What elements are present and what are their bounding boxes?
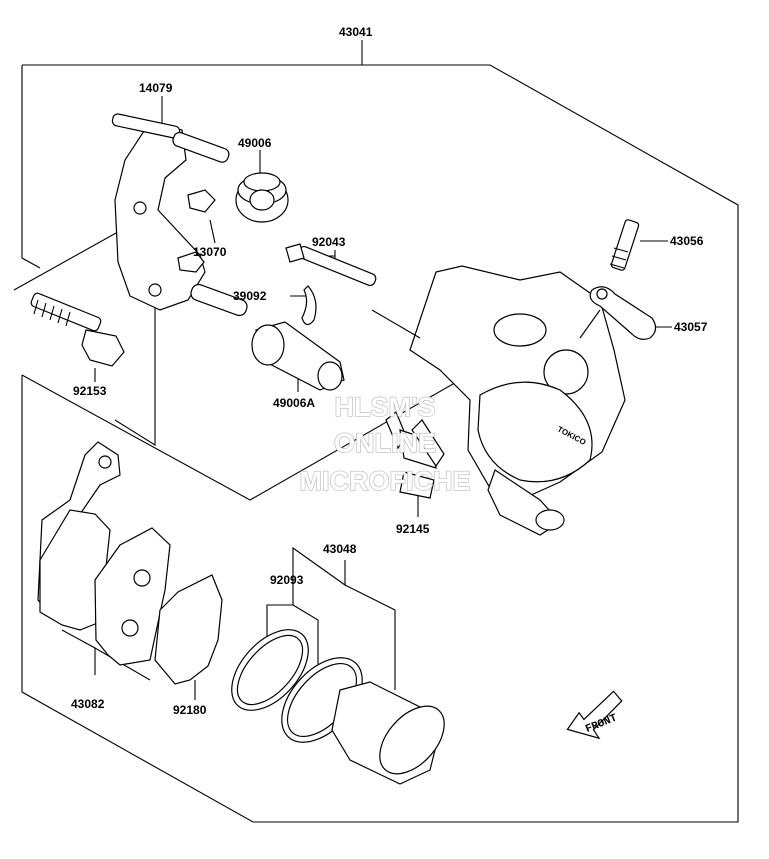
- cotter-pin-part: [301, 285, 317, 326]
- part-label-13070: 13070: [193, 245, 227, 259]
- pad-spring-part: [385, 411, 445, 499]
- part-label-43056: 43056: [670, 234, 704, 248]
- part-label-92153: 92153: [73, 384, 107, 398]
- pad-assy-part: [37, 441, 171, 666]
- bleeder-valve-part: [609, 219, 640, 271]
- boot-part: [235, 172, 289, 223]
- part-label-92180: 92180: [173, 703, 207, 717]
- part-label-49006a: 49006A: [273, 396, 315, 410]
- bleeder-cap-part: [589, 286, 657, 340]
- part-label-43082: 43082: [71, 697, 105, 711]
- caliper-body-part: TOKICO: [371, 265, 626, 536]
- part-label-43048: 43048: [323, 542, 357, 556]
- boot-a-part: [251, 321, 345, 391]
- part-label-49006: 49006: [238, 136, 272, 150]
- part-label-14079: 14079: [139, 81, 173, 95]
- mount-bolt-part: [30, 292, 125, 367]
- piston-part: [331, 681, 445, 785]
- part-label-43057: 43057: [674, 320, 708, 334]
- caliper-bracket-part: [111, 113, 248, 317]
- watermark: HLSM'S ONLINE MICROFICHE: [299, 391, 471, 496]
- clip-part: [177, 251, 205, 273]
- part-label-92093: 92093: [270, 573, 304, 587]
- part-number-labels: 43041 14079 49006 13070 92043 39092 4305…: [71, 25, 708, 717]
- assembly-number-label: 43041: [339, 25, 373, 39]
- part-label-92145: 92145: [396, 522, 430, 536]
- pin-bolt-part: [285, 243, 377, 287]
- watermark-line-1: HLSM'S: [335, 392, 436, 422]
- watermark-line-2: ONLINE: [334, 428, 436, 458]
- front-arrow: FRONT: [566, 690, 623, 740]
- shim-part: [154, 574, 223, 685]
- watermark-line-3: MICROFICHE: [300, 466, 471, 496]
- part-label-92043: 92043: [312, 235, 346, 249]
- part-label-39092: 39092: [233, 289, 267, 303]
- assembly-outline: [21, 64, 739, 823]
